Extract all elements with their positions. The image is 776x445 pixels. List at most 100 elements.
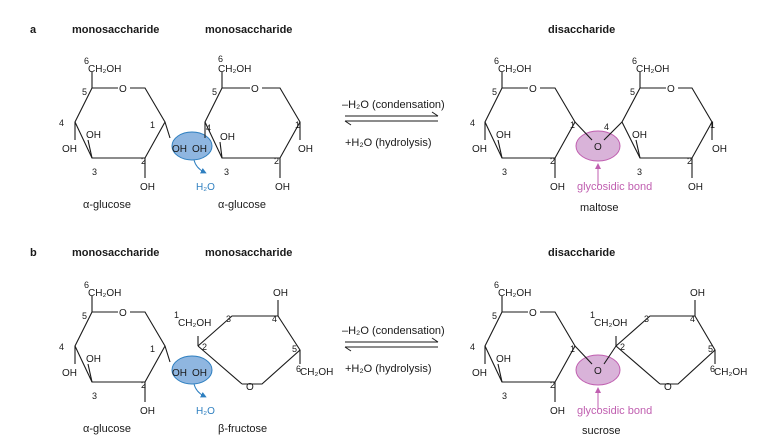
panel-a-bond-label: glycosidic bond <box>577 181 652 193</box>
panel-a-maltose: 6 CH₂OH O 5 4 1 2 3 OH OH OH 6 CH₂OH O 5… <box>470 56 727 193</box>
svg-text:5: 5 <box>292 344 297 354</box>
svg-text:CH₂OH: CH₂OH <box>300 367 333 378</box>
svg-text:3: 3 <box>224 167 229 177</box>
svg-text:OH: OH <box>472 144 487 155</box>
svg-text:OH: OH <box>172 368 187 379</box>
panel-b-fructose: O 1 CH₂OH 2 3 4 5 OH 6 CH₂OH <box>174 288 333 393</box>
svg-text:CH₂OH: CH₂OH <box>88 288 121 299</box>
svg-text:O: O <box>119 308 127 319</box>
svg-text:4: 4 <box>59 118 64 128</box>
panel-a-reverse-label: +H₂O (hydrolysis) <box>345 137 431 149</box>
svg-text:CH₂OH: CH₂OH <box>218 64 251 75</box>
svg-text:3: 3 <box>502 391 507 401</box>
svg-text:5: 5 <box>492 87 497 97</box>
svg-text:5: 5 <box>492 311 497 321</box>
panel-a: a monosaccharide monosaccharide disaccha… <box>30 24 727 214</box>
panel-a-middle-header: monosaccharide <box>205 24 292 36</box>
svg-text:5: 5 <box>708 344 713 354</box>
svg-text:O: O <box>594 366 602 377</box>
svg-text:CH₂OH: CH₂OH <box>594 318 627 329</box>
svg-text:1: 1 <box>150 344 155 354</box>
svg-text:CH₂OH: CH₂OH <box>714 367 747 378</box>
panel-b-bond-label: glycosidic bond <box>577 405 652 417</box>
svg-text:2: 2 <box>274 156 279 166</box>
svg-text:6: 6 <box>296 364 301 374</box>
svg-text:OH: OH <box>712 144 727 155</box>
svg-text:OH: OH <box>86 130 101 141</box>
panel-b-water-arrow <box>193 383 207 398</box>
panel-b-letter: b <box>30 247 37 259</box>
svg-text:OH: OH <box>472 368 487 379</box>
svg-text:OH: OH <box>192 368 207 379</box>
svg-text:4: 4 <box>690 314 695 324</box>
panel-a-forward-label: –H₂O (condensation) <box>342 99 445 111</box>
svg-text:6: 6 <box>710 364 715 374</box>
svg-text:OH: OH <box>275 182 290 193</box>
svg-text:OH: OH <box>62 368 77 379</box>
svg-text:OH: OH <box>172 144 187 155</box>
svg-text:3: 3 <box>502 167 507 177</box>
svg-text:1: 1 <box>295 120 300 130</box>
panel-b: b monosaccharide monosaccharide disaccha… <box>30 247 747 437</box>
svg-text:2: 2 <box>141 156 146 166</box>
panel-b-forward-label: –H₂O (condensation) <box>342 325 445 337</box>
svg-text:2: 2 <box>620 342 625 352</box>
svg-text:O: O <box>119 84 127 95</box>
svg-text:2: 2 <box>141 380 146 390</box>
svg-text:O: O <box>246 382 254 393</box>
panel-b-product-name: sucrose <box>582 425 621 437</box>
panel-a-water: H₂O <box>196 182 215 193</box>
svg-text:O: O <box>594 142 602 153</box>
svg-text:6: 6 <box>84 56 89 66</box>
svg-text:OH: OH <box>688 182 703 193</box>
svg-text:OH: OH <box>550 182 565 193</box>
svg-text:4: 4 <box>272 314 277 324</box>
panel-b-reverse-label: +H₂O (hydrolysis) <box>345 363 431 375</box>
svg-text:O: O <box>664 382 672 393</box>
svg-text:4: 4 <box>470 118 475 128</box>
panel-a-glucose-left: 6 CH₂OH O 5 4 1 2 3 OH OH OH <box>59 56 171 193</box>
svg-text:4: 4 <box>604 122 609 132</box>
svg-text:1: 1 <box>590 310 595 320</box>
svg-text:3: 3 <box>637 167 642 177</box>
svg-text:6: 6 <box>494 280 499 290</box>
panel-b-middle-name: β-fructose <box>218 423 267 435</box>
panel-b-hydroxyl-highlight <box>171 355 213 385</box>
svg-text:5: 5 <box>82 311 87 321</box>
svg-text:6: 6 <box>218 54 223 64</box>
panel-a-product-name: maltose <box>580 202 619 214</box>
svg-text:1: 1 <box>150 120 155 130</box>
svg-text:OH: OH <box>220 132 235 143</box>
svg-text:OH: OH <box>86 354 101 365</box>
svg-text:OH: OH <box>273 288 288 299</box>
panel-b-middle-header: monosaccharide <box>205 247 292 259</box>
panel-a-middle-name: α-glucose <box>218 199 266 211</box>
svg-text:5: 5 <box>82 87 87 97</box>
svg-text:1: 1 <box>570 120 575 130</box>
panel-b-bond-highlight <box>575 354 621 386</box>
svg-text:O: O <box>667 84 675 95</box>
svg-text:OH: OH <box>496 354 511 365</box>
svg-text:OH: OH <box>690 288 705 299</box>
panel-a-glucose-right: 6 CH₂OH O 5 4 1 2 3 OH OH OH <box>204 54 313 193</box>
svg-text:3: 3 <box>226 314 231 324</box>
svg-text:CH₂OH: CH₂OH <box>178 318 211 329</box>
svg-text:OH: OH <box>140 406 155 417</box>
svg-text:6: 6 <box>84 280 89 290</box>
panel-a-left-name: α-glucose <box>83 199 131 211</box>
svg-text:O: O <box>251 84 259 95</box>
svg-text:3: 3 <box>92 391 97 401</box>
svg-text:OH: OH <box>192 144 207 155</box>
panel-b-right-header: disaccharide <box>548 247 615 259</box>
svg-text:OH: OH <box>632 130 647 141</box>
svg-text:5: 5 <box>630 87 635 97</box>
panel-a-bond-highlight <box>575 130 621 162</box>
svg-text:4: 4 <box>470 342 475 352</box>
svg-text:2: 2 <box>202 342 207 352</box>
svg-text:CH₂OH: CH₂OH <box>498 64 531 75</box>
svg-text:OH: OH <box>496 130 511 141</box>
svg-text:3: 3 <box>92 167 97 177</box>
svg-text:5: 5 <box>212 87 217 97</box>
panel-a-hydroxyl-highlight <box>171 131 213 161</box>
